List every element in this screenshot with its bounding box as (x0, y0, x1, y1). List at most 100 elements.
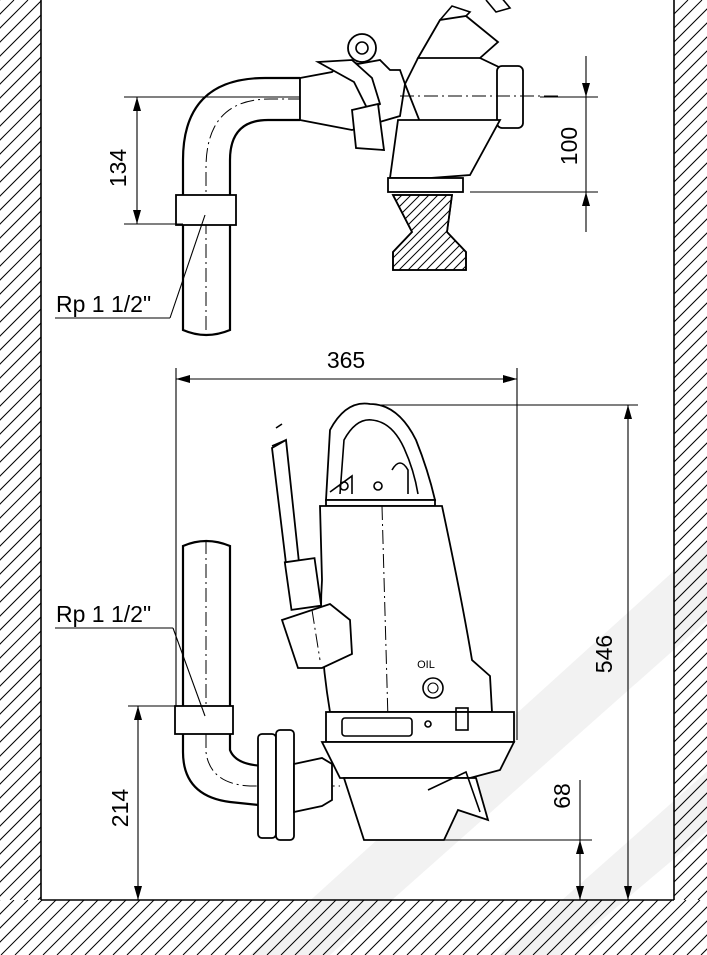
hatch-line (532, 900, 589, 955)
hatch-line (140, 900, 197, 955)
upper-bend-pipe (175, 76, 340, 337)
hatch-line (210, 900, 267, 955)
hatch-line (546, 900, 603, 955)
hatch-line (658, 906, 707, 955)
hatch-line (0, 714, 41, 757)
hatch-line (56, 900, 113, 955)
hatch-line (0, 14, 41, 57)
hatch-line (0, 420, 41, 463)
hatch-line (674, 134, 707, 169)
hatch-line (0, 126, 41, 169)
hatch-line (674, 428, 707, 463)
left-wall-hatch (0, 0, 41, 900)
hatch-line (674, 764, 707, 799)
hatch-line (238, 900, 295, 955)
hatch-line (686, 934, 707, 955)
hatch-line (0, 0, 29, 29)
hatch-line (0, 168, 41, 211)
hatch-line (393, 195, 421, 270)
hatch-line (168, 900, 225, 955)
hatch-line (504, 900, 561, 955)
thread-callout-upper: Rp 1 1/2" (55, 214, 206, 319)
hatch-line (434, 195, 466, 270)
hatch-line (28, 900, 85, 955)
hatch-line (560, 900, 617, 955)
hatch-line (420, 900, 477, 955)
hatch-line (674, 778, 707, 813)
right-wall-hatch (674, 0, 707, 900)
hatch-line (674, 736, 707, 771)
hatch-line (322, 900, 379, 955)
hatch-line (434, 900, 491, 955)
hatch-line (280, 900, 337, 955)
hatch-line (196, 900, 253, 955)
hatch-line (476, 900, 533, 955)
hatch-line (672, 920, 707, 955)
hatch-line (0, 900, 57, 955)
hatch-line (0, 448, 41, 491)
hatch-line (674, 442, 707, 477)
hatch-line (266, 900, 323, 955)
dimension-134-label: 134 (105, 149, 131, 188)
hatch-line (126, 900, 183, 955)
hatch-line (674, 820, 707, 855)
dimension-546-label: 546 (591, 635, 617, 673)
hatch-line (14, 900, 71, 955)
hatch-line (0, 28, 41, 71)
hatch-line (252, 900, 309, 955)
hatch-line (0, 238, 41, 281)
hatch-line (336, 900, 393, 955)
hatch-line (0, 900, 43, 943)
hatch-line (364, 900, 421, 955)
pump-motor-housing: OIL (319, 499, 493, 721)
hatch-line (393, 195, 394, 270)
hatch-line (0, 70, 41, 113)
hatch-line (308, 900, 365, 955)
hatch-line (452, 195, 466, 270)
hatch-line (630, 900, 687, 955)
hatch-line (392, 900, 449, 955)
hatch-line (378, 900, 435, 955)
hatch-line (443, 195, 466, 270)
hatch-line (0, 210, 41, 253)
hatch-line (462, 900, 519, 955)
hatch-line (674, 792, 707, 827)
pump-hydraulic-section (320, 707, 516, 841)
hatch-line (0, 98, 41, 141)
hatch-line (674, 722, 707, 757)
hatch-line (616, 900, 673, 955)
hatch-line (0, 434, 41, 477)
hatch-line (674, 148, 707, 183)
hatch-line (70, 900, 127, 955)
hatch-line (294, 900, 351, 955)
dimension-68-label: 68 (549, 783, 575, 809)
hatch-line (644, 900, 701, 955)
dimension-68: 68 (364, 780, 592, 900)
hatch-line (0, 900, 15, 915)
hatch-line (0, 900, 29, 929)
hatch-line (0, 154, 41, 197)
hatch-line (602, 900, 659, 955)
lower-outlet-pipe (174, 539, 340, 841)
dimension-365: 365 (175, 347, 518, 740)
oil-plug-icon (422, 677, 444, 699)
thread-callout-upper-label: Rp 1 1/2" (56, 291, 151, 317)
upper-valve-body (299, 0, 560, 193)
hatch-line (42, 900, 99, 955)
hatch-line (154, 900, 211, 955)
dimension-134: 134 (105, 96, 300, 225)
hatch-line (518, 900, 575, 955)
dimension-214-label: 214 (107, 789, 133, 828)
hatch-line (112, 900, 169, 955)
dimension-546: 546 (380, 404, 638, 900)
thread-callout-lower: Rp 1 1/2" (55, 601, 206, 717)
pump-handle (325, 402, 437, 501)
hatch-line (407, 195, 466, 270)
hatch-line (0, 56, 41, 99)
dimension-365-label: 365 (327, 347, 365, 373)
hatch-line (98, 900, 155, 955)
hatch-line (182, 900, 239, 955)
hatch-line (490, 900, 547, 955)
hatch-line (0, 112, 41, 155)
